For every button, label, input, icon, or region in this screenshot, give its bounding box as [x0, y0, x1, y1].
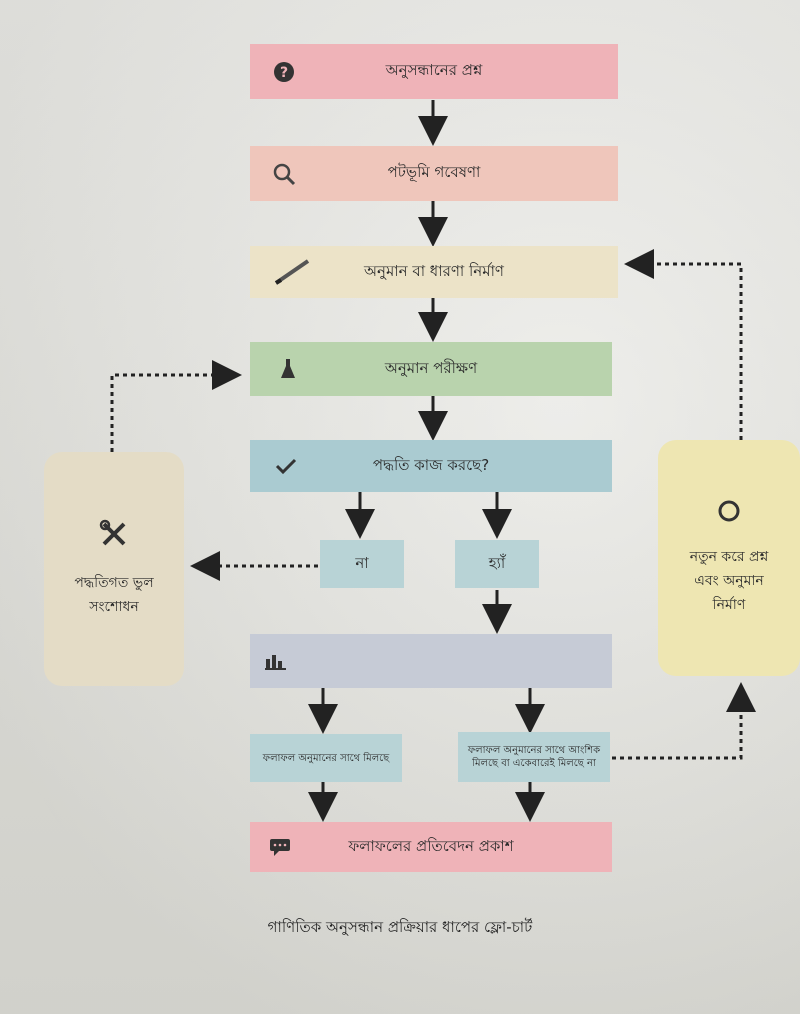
step-publish-report: ফলাফলের প্রতিবেদন প্রকাশ: [250, 822, 612, 872]
figure-caption: গাণিতিক অনুসন্ধান প্রক্রিয়ার ধাপের ফ্লো…: [267, 918, 533, 936]
step-method-works-question-label: পদ্ধতি কাজ করছে?: [372, 455, 490, 474]
step-hypothesis-construction: অনুমান বা ধারণা নির্মাণ: [250, 246, 618, 298]
step-hypothesis-construction-label: অনুমান বা ধারণা নির্মাণ: [364, 261, 504, 280]
step-background-research-label: পটভূমি গবেষণা: [387, 163, 481, 181]
branch-yes-box: হ্যাঁ: [455, 540, 539, 588]
bar-chart-icon: [264, 649, 288, 673]
step-hypothesis-testing: অনুমান পরীক্ষণ: [250, 342, 612, 396]
result-matches-box: ফলাফল অনুমানের সাথে মিলছে: [250, 734, 402, 782]
result-mismatch-box: ফলাফল অনুমানের সাথে আংশিক মিলছে বা একেবা…: [458, 732, 610, 782]
step-research-question-label: অনুসন্ধানের প্রশ্ন: [385, 61, 483, 79]
question-icon: ?: [272, 60, 296, 84]
analysis-box: [250, 634, 612, 688]
dashed-right-to-step3: [624, 249, 743, 440]
dashed-left-to-step4: [110, 360, 242, 452]
new-question-hypothesis-label: নতুন করে প্রশ্ন এবং অনুমান নির্মাণ: [689, 549, 769, 613]
circle-icon: [717, 499, 741, 527]
result-mismatch-label: ফলাফল অনুমানের সাথে আংশিক মিলছে বা একেবা…: [467, 745, 601, 769]
tools-icon: [99, 519, 129, 553]
dashed-mismatch-to-right: [612, 682, 756, 760]
step-publish-report-label: ফলাফলের প্রতিবেদন প্রকাশ: [348, 836, 514, 855]
pencil-icon: [272, 259, 312, 285]
result-matches-label: ফলাফল অনুমানের সাথে মিলছে: [262, 752, 390, 764]
speech-bubble-icon: [268, 835, 292, 859]
svg-text:?: ?: [280, 65, 288, 81]
new-question-hypothesis-panel: নতুন করে প্রশ্ন এবং অনুমান নির্মাণ: [658, 440, 800, 676]
step-hypothesis-testing-label: অনুমান পরীক্ষণ: [384, 358, 478, 377]
method-error-correction-panel: পদ্ধতিগত ভুল সংশোধন: [44, 452, 184, 686]
flask-icon: [276, 357, 300, 381]
branch-no-box: না: [320, 540, 404, 588]
branch-yes-label: হ্যাঁ: [488, 553, 506, 572]
branch-no-label: না: [355, 553, 369, 572]
method-error-correction-label: পদ্ধতিগত ভুল সংশোধন: [74, 575, 154, 615]
step-method-works-question: পদ্ধতি কাজ করছে?: [250, 440, 612, 492]
step-background-research: পটভূমি গবেষণা: [250, 146, 618, 201]
magnifier-icon: [272, 162, 296, 186]
step-research-question: ? অনুসন্ধানের প্রশ্ন: [250, 44, 618, 99]
checkmark-icon: [274, 454, 298, 478]
